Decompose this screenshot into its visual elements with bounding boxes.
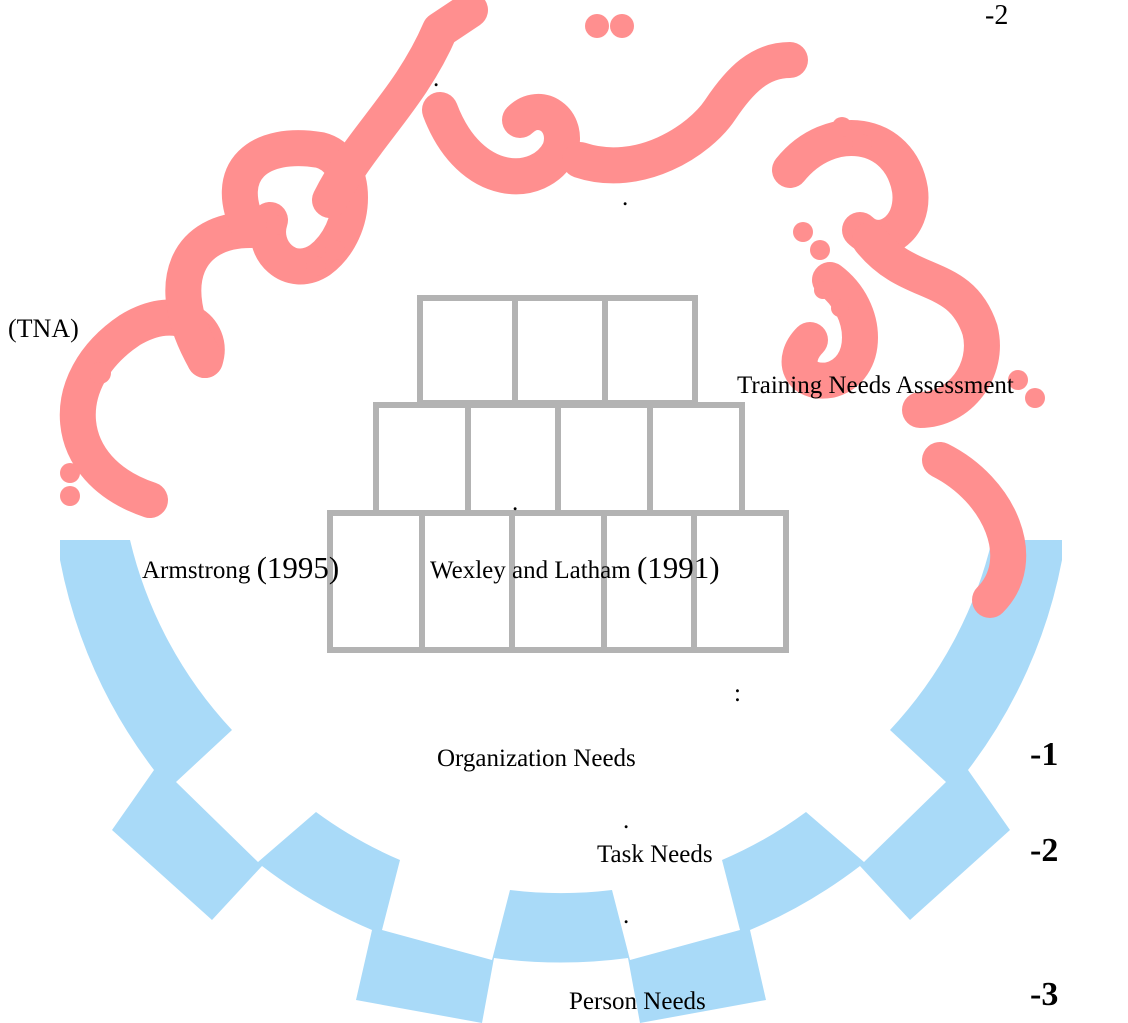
needs-item-person-label: Person Needs xyxy=(569,988,706,1015)
sentence-period-3: . xyxy=(512,489,519,516)
needs-item-person-number: -3 xyxy=(1030,976,1059,1013)
section-number: -2 xyxy=(985,0,1009,31)
needs-item-task-label: Task Needs xyxy=(597,841,713,868)
list-intro-colon: : xyxy=(734,680,741,707)
needs-item-organization-number: -1 xyxy=(1030,736,1059,773)
blocks-icon xyxy=(327,295,789,653)
sentence-period-2: . xyxy=(622,184,629,211)
needs-item-task-number: -2 xyxy=(1030,832,1059,869)
tna-abbreviation: (TNA) xyxy=(8,314,79,343)
calligraphy-watermark-icon xyxy=(59,0,1027,618)
citation-wexley-latham-names: Wexley and Latham xyxy=(430,557,631,584)
calligraphy-dots-icon xyxy=(60,14,1045,506)
training-needs-assessment-term: Training Needs Assessment xyxy=(737,372,1014,399)
citation-wexley-latham-year: (1991) xyxy=(636,550,720,585)
citation-wexley-latham: Wexley and Latham (1991) xyxy=(430,552,720,583)
sentence-period-4: . xyxy=(623,807,630,834)
sentence-period-1: . xyxy=(433,65,440,92)
citation-armstrong: Armstrong (1995) xyxy=(142,552,339,583)
citation-armstrong-year: (1995) xyxy=(256,550,340,585)
sentence-period-5: . xyxy=(623,902,630,929)
needs-item-organization-label: Organization Needs xyxy=(437,745,636,772)
gear-icon xyxy=(60,540,1062,1023)
citation-armstrong-name: Armstrong xyxy=(142,557,251,584)
